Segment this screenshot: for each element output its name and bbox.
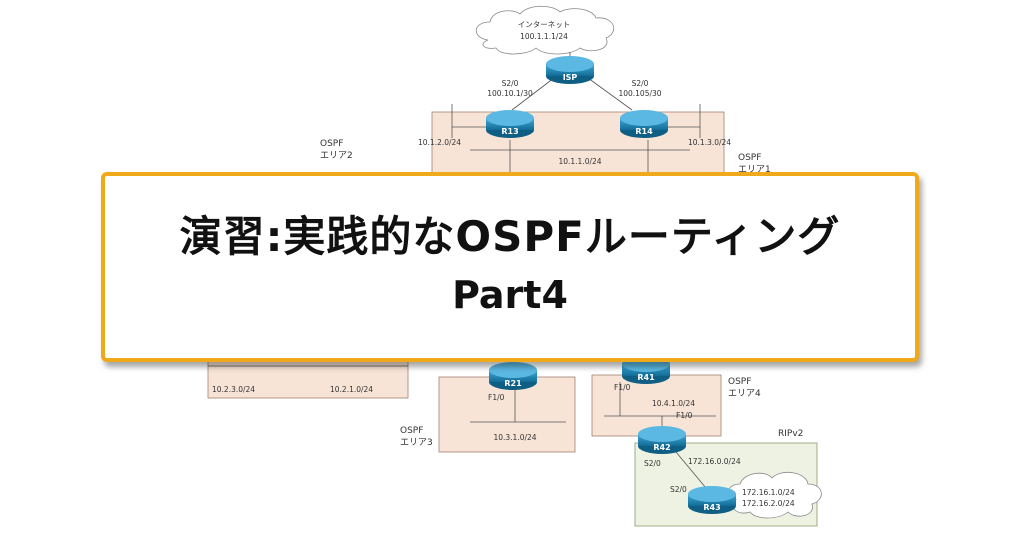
backbone-area-box xyxy=(431,111,725,175)
router-r14-icon[interactable]: R14 xyxy=(620,110,668,138)
router-r13-icon[interactable]: R13 xyxy=(486,110,534,138)
cloud-top-label: インターネット xyxy=(518,20,571,29)
banner-subtitle: Part4 xyxy=(452,272,568,317)
router-r41-label: R41 xyxy=(637,373,655,382)
isp-r13-link xyxy=(511,77,555,111)
r42-s-if: S2/0 xyxy=(644,459,661,468)
net-172-16-0: 172.16.0.0/24 xyxy=(688,457,741,466)
router-r42-icon[interactable]: R42 xyxy=(638,426,686,454)
area1-sub: エリア1 xyxy=(738,165,771,175)
isp-right-if: S2/0 xyxy=(632,79,649,88)
area2-sub: エリア2 xyxy=(320,151,353,161)
net-10-2-1: 10.2.1.0/24 xyxy=(330,385,373,394)
router-r43-label: R43 xyxy=(703,503,720,512)
area2-title: OSPF xyxy=(320,139,343,149)
area4-box xyxy=(591,374,722,437)
area3-title: OSPF xyxy=(400,426,423,436)
net-10-1-1: 10.1.1.0/24 xyxy=(558,157,601,166)
net-10-1-3: 10.1.3.0/24 xyxy=(688,138,731,147)
isp-left-if: S2/0 xyxy=(502,79,519,88)
r21-if: F1/0 xyxy=(488,393,505,402)
router-isp-icon[interactable]: ISP xyxy=(546,56,594,84)
net-10-4-1: 10.4.1.0/24 xyxy=(652,399,695,408)
net-172-16-2: 172.16.2.0/24 xyxy=(742,499,795,508)
isp-r14-link xyxy=(587,77,633,111)
area3-sub: エリア3 xyxy=(400,438,433,448)
area4-title: OSPF xyxy=(728,377,751,387)
internet-cloud-icon xyxy=(475,5,615,55)
router-r43-icon[interactable]: R43 xyxy=(688,486,736,514)
area1-title: OSPF xyxy=(738,153,761,163)
router-r14-label: R14 xyxy=(635,127,653,136)
banner-title: 演習:実践的なOSPFルーティング xyxy=(179,212,841,262)
router-r21-label: R21 xyxy=(504,379,522,388)
net-172-16-1: 172.16.1.0/24 xyxy=(742,488,795,497)
net-10-2-3: 10.2.3.0/24 xyxy=(212,385,255,394)
router-r21-icon[interactable]: R21 xyxy=(489,362,537,390)
isp-right-net: 100.105/30 xyxy=(618,89,661,98)
ripv2-label: RIPv2 xyxy=(778,429,803,439)
r41-if: F1/0 xyxy=(614,383,631,392)
isp-left-net: 100.10.1/30 xyxy=(487,89,533,98)
rip-cloud-icon xyxy=(727,471,822,519)
r43-s-if: S2/0 xyxy=(670,485,687,494)
r42-up-if: F1/0 xyxy=(676,411,693,420)
r42-r43-link xyxy=(675,451,707,489)
net-10-3-1: 10.3.1.0/24 xyxy=(493,433,536,442)
title-banner: 演習:実践的なOSPFルーティング Part4 xyxy=(101,172,919,362)
net-10-1-2: 10.1.2.0/24 xyxy=(418,138,461,147)
cloud-top-net: 100.1.1.1/24 xyxy=(520,32,568,41)
area4-sub: エリア4 xyxy=(728,389,761,399)
router-r42-label: R42 xyxy=(653,443,670,452)
router-isp-label: ISP xyxy=(563,73,578,82)
router-r13-label: R13 xyxy=(501,127,518,136)
